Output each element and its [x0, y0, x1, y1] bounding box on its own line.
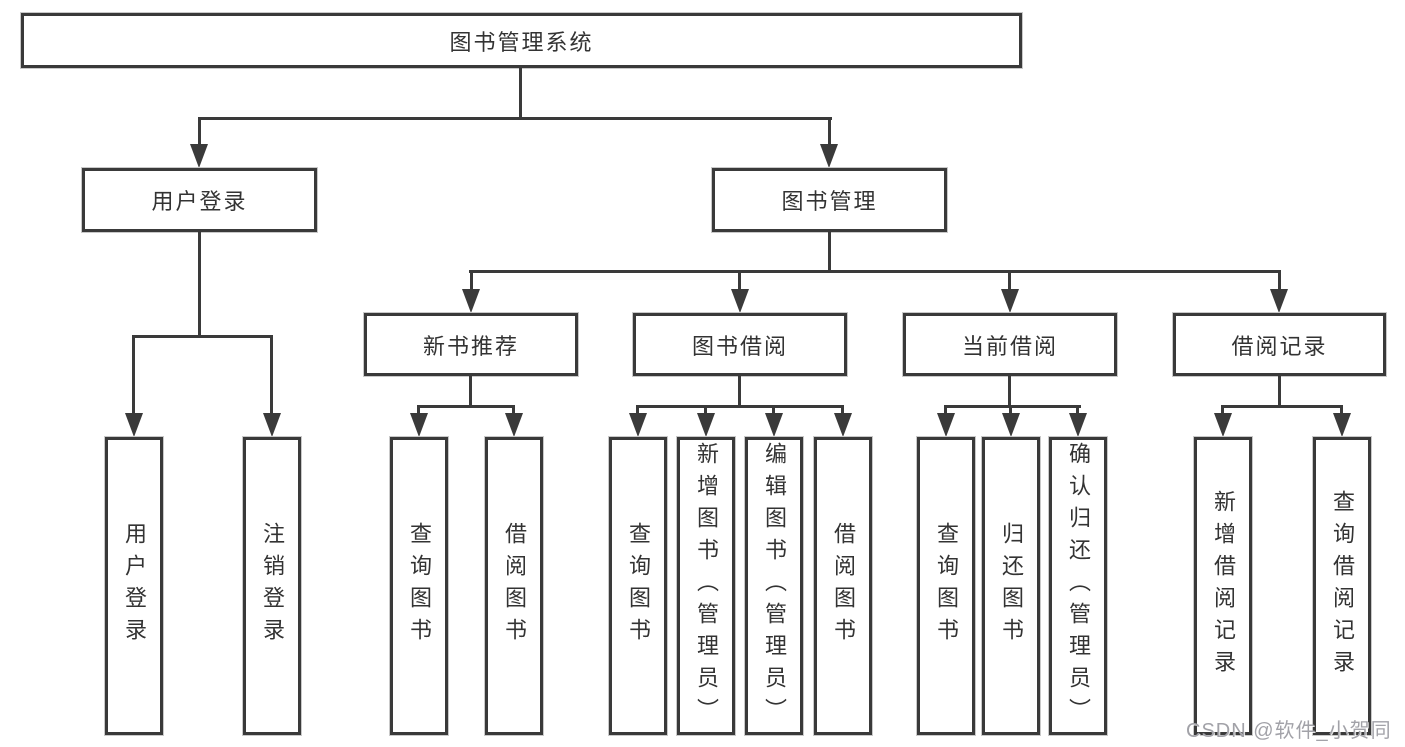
connector-line [198, 232, 201, 338]
connector-line [198, 117, 201, 147]
leaf-label: 借阅图书 [502, 522, 527, 650]
arrow-down-icon [1270, 289, 1288, 313]
arrow-down-icon [820, 144, 838, 168]
arrow-down-icon [125, 413, 143, 437]
connector-line [1008, 270, 1011, 292]
leaf-recommend-borrow-books: 借阅图书 [485, 437, 543, 735]
connector-line [738, 376, 741, 408]
arrow-down-icon [190, 144, 208, 168]
node-borrow-records: 借阅记录 [1173, 313, 1386, 376]
leaf-add-books-admin: 新增图书（管理员） [677, 437, 735, 735]
connector-line [1278, 270, 1281, 292]
connector-line [636, 405, 639, 417]
leaf-label: 确认归还（管理员） [1066, 442, 1091, 730]
leaf-label: 用户登录 [122, 522, 147, 650]
arrow-down-icon [1069, 413, 1087, 437]
arrow-down-icon [263, 413, 281, 437]
connector-line [1009, 405, 1012, 417]
arrow-down-icon [505, 413, 523, 437]
leaf-label: 编辑图书（管理员） [762, 442, 787, 730]
leaf-recommend-query-books: 查询图书 [390, 437, 448, 735]
leaf-return-books: 归还图书 [982, 437, 1040, 735]
leaf-logout: 注销登录 [243, 437, 301, 735]
node-new-book-recommend: 新书推荐 [364, 313, 578, 376]
node-label: 图书管理 [781, 189, 878, 214]
connector-line [469, 376, 472, 408]
connector-line [944, 405, 1081, 408]
connector-line [1340, 405, 1343, 417]
arrow-down-icon [629, 413, 647, 437]
leaf-label: 借阅图书 [831, 522, 856, 650]
node-label: 用户登录 [151, 189, 248, 214]
connector-line [1221, 405, 1224, 417]
connector-line [132, 335, 273, 338]
connector-line [738, 270, 741, 292]
node-book-management: 图书管理 [712, 168, 947, 232]
arrow-down-icon [937, 413, 955, 437]
connector-line [1008, 376, 1011, 408]
connector-line [636, 405, 844, 408]
leaf-label: 注销登录 [260, 522, 285, 650]
arrow-down-icon [697, 413, 715, 437]
leaf-label: 查询借阅记录 [1330, 490, 1355, 682]
connector-line [198, 117, 832, 120]
node-book-borrow: 图书借阅 [633, 313, 847, 376]
connector-line [1221, 405, 1343, 408]
csdn-watermark: CSDN @软件_小贺同学 [1186, 720, 1392, 742]
leaf-label: 查询图书 [934, 522, 959, 650]
leaf-borrow-query-books: 查询图书 [609, 437, 667, 735]
leaf-edit-books-admin: 编辑图书（管理员） [745, 437, 803, 735]
node-current-borrow: 当前借阅 [903, 313, 1117, 376]
connector-line [828, 117, 831, 147]
connector-line [1076, 405, 1079, 417]
arrow-down-icon [462, 289, 480, 313]
connector-line [470, 270, 473, 292]
arrow-down-icon [765, 413, 783, 437]
leaf-label: 查询图书 [626, 522, 651, 650]
connector-line [417, 405, 515, 408]
arrow-down-icon [1214, 413, 1232, 437]
connector-line [1278, 376, 1281, 408]
leaf-user-login: 用户登录 [105, 437, 163, 735]
leaf-label: 新增借阅记录 [1211, 490, 1236, 682]
leaf-query-borrow-record: 查询借阅记录 [1313, 437, 1371, 735]
connector-line [944, 405, 947, 417]
arrow-down-icon [410, 413, 428, 437]
connector-line [828, 232, 831, 273]
node-label: 新书推荐 [422, 333, 519, 359]
connector-line [772, 405, 775, 417]
connector-line [512, 405, 515, 417]
arrow-down-icon [1002, 413, 1020, 437]
node-user-login: 用户登录 [82, 168, 317, 232]
connector-line [704, 405, 707, 417]
arrow-down-icon [731, 289, 749, 313]
leaf-add-borrow-record: 新增借阅记录 [1194, 437, 1252, 735]
leaf-confirm-return-admin: 确认归还（管理员） [1049, 437, 1107, 735]
connector-line [417, 405, 420, 417]
connector-line [270, 335, 273, 417]
connector-line [519, 68, 522, 120]
leaf-label: 新增图书（管理员） [694, 442, 719, 730]
node-label: 图书管理系统 [449, 29, 594, 55]
node-library-management-system: 图书管理系统 [21, 13, 1022, 68]
leaf-borrow-books: 借阅图书 [814, 437, 872, 735]
leaf-current-query-books: 查询图书 [917, 437, 975, 735]
connector-line [469, 270, 1281, 273]
leaf-label: 归还图书 [999, 522, 1024, 650]
connector-line [132, 335, 135, 417]
leaf-label: 查询图书 [407, 522, 432, 650]
arrow-down-icon [1001, 289, 1019, 313]
node-label: 当前借阅 [961, 333, 1058, 359]
arrow-down-icon [1333, 413, 1351, 437]
node-label: 借阅记录 [1231, 333, 1328, 359]
arrow-down-icon [834, 413, 852, 437]
connector-line [841, 405, 844, 417]
node-label: 图书借阅 [691, 333, 788, 359]
